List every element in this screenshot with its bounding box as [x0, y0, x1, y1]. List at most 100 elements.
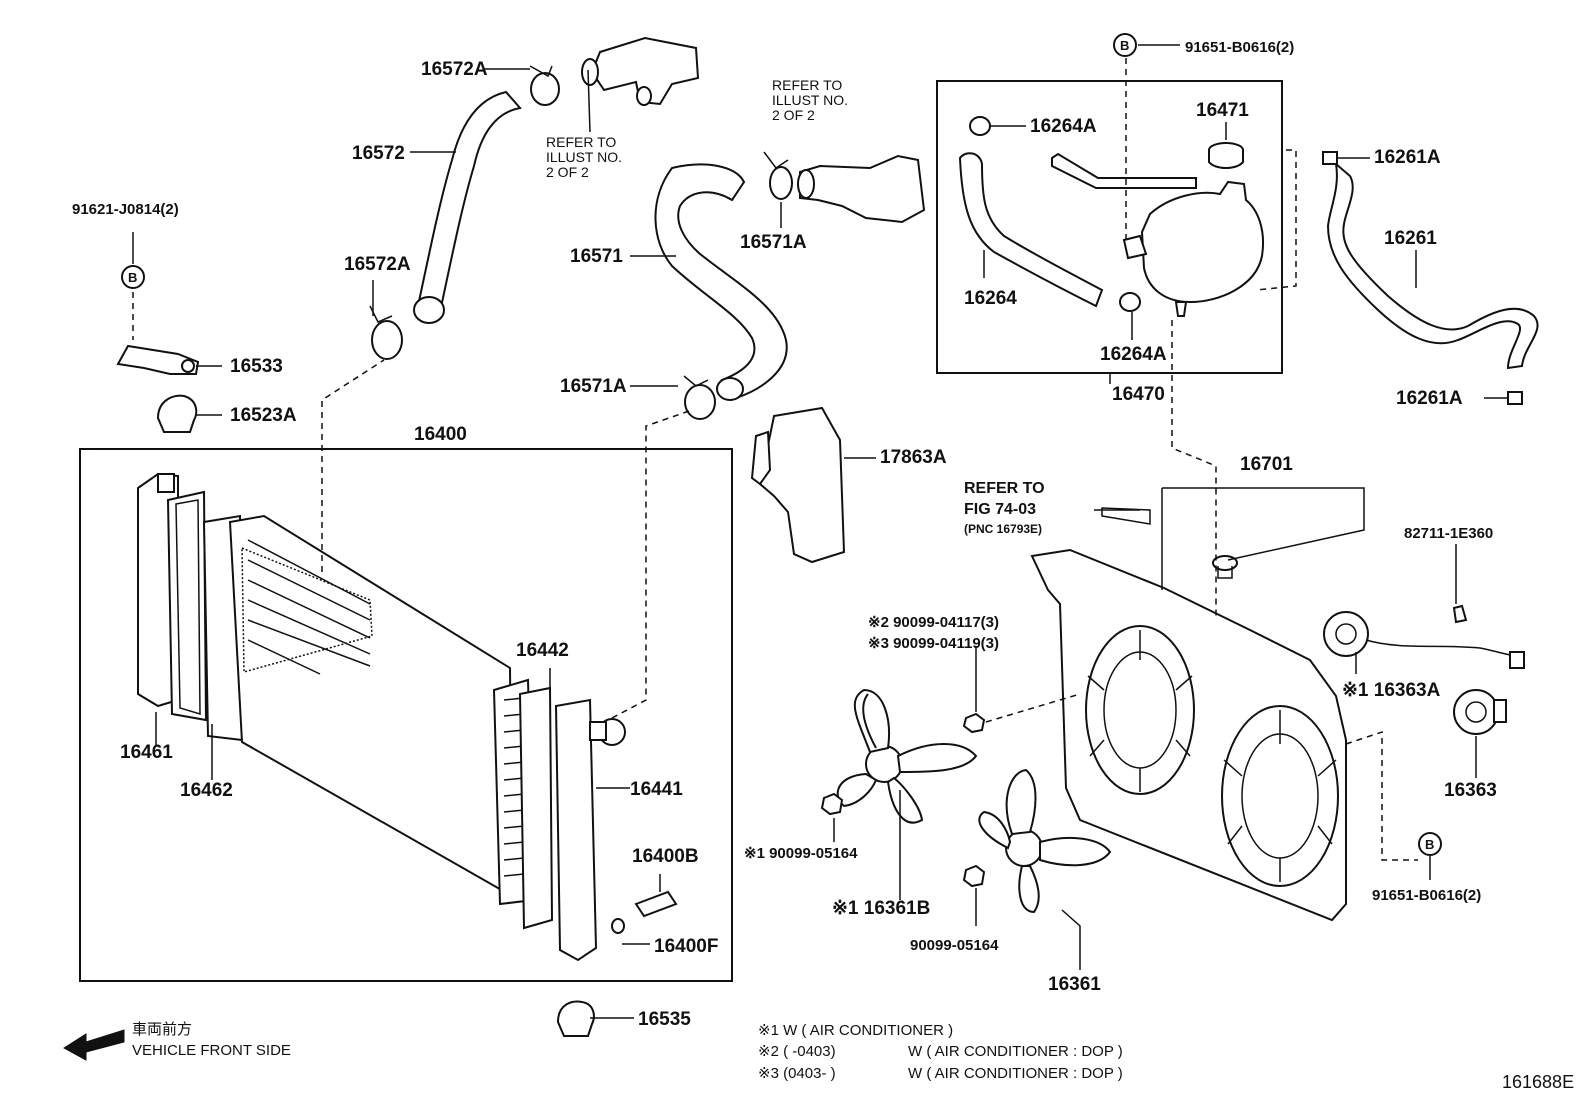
- label-16535[interactable]: 16535: [638, 1009, 691, 1030]
- fig-ref-line3: (PNC 16793E): [964, 522, 1042, 536]
- label-90099-left[interactable]: ※1 90099-05164: [744, 845, 858, 862]
- part-labels: 16572A 16572 16572A 91621-J0814(2) B 165…: [72, 38, 1574, 1092]
- front-jp: 車両前方: [132, 1021, 192, 1038]
- bolt-b-left[interactable]: [121, 265, 145, 289]
- label-91651-top[interactable]: 91651-B0616(2): [1185, 39, 1294, 56]
- label-16471[interactable]: 16471: [1196, 100, 1249, 121]
- label-16572[interactable]: 16572: [352, 143, 405, 164]
- fan-16361[interactable]: [978, 768, 1112, 914]
- nut-90099-05164-mid[interactable]: [962, 864, 986, 888]
- refer1-line3: 2 OF 2: [546, 164, 589, 180]
- label-82711[interactable]: 82711-1E360: [1404, 525, 1493, 542]
- label-16400F[interactable]: 16400F: [654, 936, 718, 957]
- clamp-16264A-low[interactable]: [1119, 292, 1141, 312]
- hose-clamp-16572A-top[interactable]: [529, 65, 560, 106]
- reserve-tank-body[interactable]: [1122, 180, 1264, 317]
- label-16361B[interactable]: ※1 16361B: [832, 898, 930, 919]
- hose-16261[interactable]: [1326, 161, 1539, 370]
- label-16461[interactable]: 16461: [120, 742, 173, 763]
- label-16363A[interactable]: ※1 16363A: [1342, 680, 1441, 701]
- bolt-b-top[interactable]: [1113, 33, 1137, 57]
- label-16470[interactable]: 16470: [1112, 384, 1165, 405]
- cap-16471[interactable]: [1208, 142, 1244, 169]
- note-1: ※1 W ( AIR CONDITIONER ): [758, 1022, 953, 1039]
- label-16571[interactable]: 16571: [570, 246, 623, 267]
- hose-clamp-16571A-low[interactable]: [683, 375, 716, 420]
- baffle-17863A[interactable]: [750, 406, 846, 564]
- label-16264A-top[interactable]: 16264A: [1030, 116, 1097, 137]
- label-91621[interactable]: 91621-J0814(2): [72, 201, 179, 218]
- hose-clamp-16571A-mid[interactable]: [763, 151, 793, 200]
- label-b-left: B: [128, 270, 137, 285]
- cushion-16535[interactable]: [556, 1000, 595, 1037]
- reference-lines: [132, 58, 1418, 861]
- fan-16361B[interactable]: [836, 688, 978, 824]
- clamp-16261A-low[interactable]: [1507, 391, 1523, 405]
- fig-ref-line1: REFER TO: [964, 480, 1045, 497]
- reserve-tank-box: [936, 80, 1283, 374]
- clamp-16261A-top[interactable]: [1322, 151, 1338, 165]
- overflow-pipe[interactable]: [1051, 152, 1197, 189]
- fig-ref-line2: FIG 74-03: [964, 501, 1036, 518]
- fig-ref-tag: [1101, 507, 1151, 525]
- water-outlet-pipe[interactable]: [581, 36, 700, 106]
- bolt-b-right[interactable]: [1418, 832, 1442, 856]
- label-17863A[interactable]: 17863A: [880, 447, 947, 468]
- label-91651-right[interactable]: 91651-B0616(2): [1372, 887, 1481, 904]
- figure-id: 161688E: [1502, 1072, 1574, 1092]
- refer2-line2: ILLUST NO.: [772, 92, 848, 108]
- label-90099-mid[interactable]: 90099-05164: [910, 937, 999, 954]
- nut-90099-05164-left[interactable]: [820, 792, 844, 816]
- label-16264[interactable]: 16264: [964, 288, 1017, 309]
- bolt-90099-0411x[interactable]: [962, 712, 986, 734]
- lower-hose-16571[interactable]: [654, 163, 788, 401]
- o-ring-16400F[interactable]: [611, 918, 625, 934]
- label-16572A-low[interactable]: 16572A: [344, 254, 411, 275]
- hose-16264[interactable]: [958, 152, 1104, 308]
- bracket-16533[interactable]: [116, 344, 200, 375]
- label-16462[interactable]: 16462: [180, 780, 233, 801]
- label-16441[interactable]: 16441: [630, 779, 683, 800]
- motor-16363[interactable]: [1453, 689, 1507, 735]
- label-16264A-low[interactable]: 16264A: [1100, 344, 1167, 365]
- label-16400B[interactable]: 16400B: [632, 846, 699, 867]
- label-16533[interactable]: 16533: [230, 356, 283, 377]
- label-16261A-top[interactable]: 16261A: [1374, 147, 1441, 168]
- label-16571A-low[interactable]: 16571A: [560, 376, 627, 397]
- front-en: VEHICLE FRONT SIDE: [132, 1042, 291, 1059]
- fan-shroud-16711[interactable]: [1030, 548, 1347, 922]
- upper-hose-16572[interactable]: [413, 90, 522, 324]
- label-16572A-top[interactable]: 16572A: [421, 59, 488, 80]
- front-arrow-icon: [63, 1029, 125, 1061]
- label-16701[interactable]: 16701: [1240, 454, 1293, 475]
- label-16442[interactable]: 16442: [516, 640, 569, 661]
- hose-clamp-16572A-low[interactable]: [369, 305, 403, 360]
- radiator-core-16400[interactable]: [137, 472, 626, 962]
- connector-82711[interactable]: [1452, 604, 1468, 624]
- refer2-line1: REFER TO: [772, 77, 842, 93]
- label-b-top: B: [1120, 38, 1129, 53]
- water-inlet-pipe[interactable]: [797, 154, 926, 224]
- cushion-16523A[interactable]: [156, 394, 198, 433]
- drain-cock-16400B[interactable]: [634, 890, 678, 918]
- label-16363[interactable]: 16363: [1444, 780, 1497, 801]
- refer2-line3: 2 OF 2: [772, 107, 815, 123]
- refer1-line1: REFER TO: [546, 134, 616, 150]
- label-16523A[interactable]: 16523A: [230, 405, 297, 426]
- note-3a: ※3 (0403- ): [758, 1065, 836, 1082]
- label-16571A-mid[interactable]: 16571A: [740, 232, 807, 253]
- note-3b: W ( AIR CONDITIONER : DOP ): [908, 1065, 1123, 1082]
- note-2b: W ( AIR CONDITIONER : DOP ): [908, 1043, 1123, 1060]
- label-s2-bolt[interactable]: ※2 90099-04117(3): [868, 614, 999, 631]
- clamp-16264A-top[interactable]: [969, 116, 991, 136]
- label-16400[interactable]: 16400: [414, 424, 467, 445]
- leader-lines: [90, 44, 1508, 1019]
- note-2a: ※2 ( -0403): [758, 1043, 836, 1060]
- label-16261[interactable]: 16261: [1384, 228, 1437, 249]
- label-s3-bolt[interactable]: ※3 90099-04119(3): [868, 635, 999, 652]
- label-16261A-low[interactable]: 16261A: [1396, 388, 1463, 409]
- label-16361[interactable]: 16361: [1048, 974, 1101, 995]
- motor-16363A[interactable]: [1323, 611, 1525, 669]
